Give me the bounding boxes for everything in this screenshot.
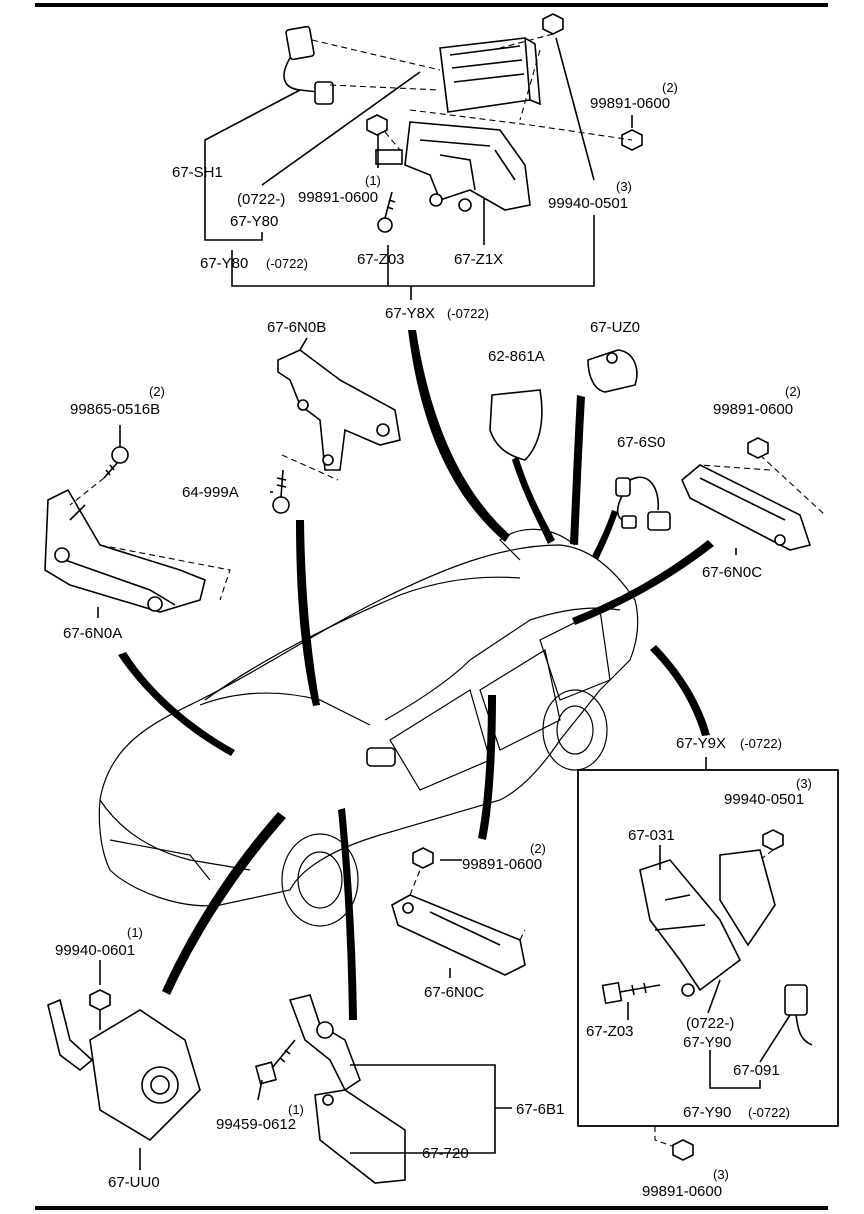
- bracket-6n0a-part: [44, 488, 231, 618]
- label-67-y8x-note: (-0722): [447, 306, 489, 321]
- pad-861a-part: [489, 389, 543, 461]
- antenna-6n0c-center-part: [391, 847, 526, 978]
- label-67-y80-b-note: (-0722): [266, 256, 308, 271]
- qty-99891-mid: (1): [365, 173, 381, 188]
- qty-99940-top: (3): [616, 179, 632, 194]
- label-67-y9x: 67-Y9X: [676, 735, 726, 752]
- label-67-y9x-note: (-0722): [740, 736, 782, 751]
- qty-99459: (1): [288, 1102, 304, 1117]
- label-67-y8x: 67-Y8X: [385, 305, 435, 322]
- label-67-6n0c-right: 67-6N0C: [702, 564, 762, 581]
- label-67-uu0: 67-UU0: [108, 1174, 160, 1191]
- label-67-091: 67-091: [733, 1062, 780, 1079]
- label-99891-0600-bottom: 99891-0600: [642, 1183, 722, 1200]
- label-99891-0600-right: 99891-0600: [713, 401, 793, 418]
- label-67-sh1: 67-SH1: [172, 164, 223, 181]
- y9x-box: [577, 757, 839, 1161]
- label-99459-0612: 99459-0612: [216, 1116, 296, 1133]
- unit-uu0-part: [47, 960, 201, 1170]
- label-67-y90-a: 67-Y90: [683, 1034, 731, 1051]
- qty-99865: (2): [149, 384, 165, 399]
- qty-99891-top: (2): [662, 80, 678, 95]
- bracket-6n0b-part: [277, 337, 401, 481]
- module-unit-top: [439, 37, 541, 113]
- label-67-031: 67-031: [628, 827, 675, 844]
- label-67-uz0: 67-UZ0: [590, 319, 640, 336]
- label-67-6n0a: 67-6N0A: [63, 625, 122, 642]
- label-99891-0600-mid: 99891-0600: [298, 189, 378, 206]
- label-99940-0501-box: 99940-0501: [724, 791, 804, 808]
- bracket-6b1-part: [254, 994, 361, 1092]
- qty-99891-bottom: (3): [713, 1167, 729, 1182]
- label-67-z03-box: 67-Z03: [586, 1023, 634, 1040]
- label-67-6b1: 67-6B1: [516, 1101, 564, 1118]
- car-outline: [98, 528, 639, 927]
- label-67-y90-b-note: (-0722): [748, 1105, 790, 1120]
- label-67-z03-top: 67-Z03: [357, 251, 405, 268]
- bolt-999a-part: [270, 469, 290, 514]
- label-62-861a: 62-861A: [488, 348, 545, 365]
- label-67-y80-a: 67-Y80: [230, 213, 278, 230]
- label-99865-0516b: 99865-0516B: [70, 401, 160, 418]
- qty-99891-center: (2): [530, 841, 546, 856]
- label-99891-0600-top: 99891-0600: [590, 95, 670, 112]
- label-rev-0722-box: (0722-): [686, 1015, 734, 1032]
- label-67-y80-b: 67-Y80: [200, 255, 248, 272]
- bracket-z1x-part: [375, 121, 531, 212]
- label-99891-0600-center: 99891-0600: [462, 856, 542, 873]
- bolt-99865-part: [69, 425, 129, 506]
- qty-99940-box: (3): [796, 776, 812, 791]
- pointer-arrows: [118, 330, 714, 1020]
- qty-99940-0601: (1): [127, 925, 143, 940]
- label-67-6s0: 67-6S0: [617, 434, 665, 451]
- harness-6s0-part: [615, 476, 671, 531]
- sensor-uz0-part: [587, 349, 638, 393]
- label-67-720: 67-720: [422, 1145, 469, 1162]
- module-720-part: [314, 1089, 406, 1184]
- label-64-999a: 64-999A: [182, 484, 239, 501]
- antenna-6n0c-right-part: [681, 437, 826, 555]
- qty-99891-right: (2): [785, 384, 801, 399]
- label-99940-0601: 99940-0601: [55, 942, 135, 959]
- bolt-z03-top: [377, 191, 396, 233]
- label-67-z1x: 67-Z1X: [454, 251, 503, 268]
- top-assembly: [204, 13, 643, 300]
- label-67-y90-b: 67-Y90: [683, 1104, 731, 1121]
- label-67-6n0c-center: 67-6N0C: [424, 984, 484, 1001]
- label-67-6n0b: 67-6N0B: [267, 319, 326, 336]
- label-99940-0501-top: 99940-0501: [548, 195, 628, 212]
- nut-99891-mid: [366, 114, 388, 136]
- label-rev-0722-top: (0722-): [237, 191, 285, 208]
- connector-sh1-part: [283, 25, 334, 105]
